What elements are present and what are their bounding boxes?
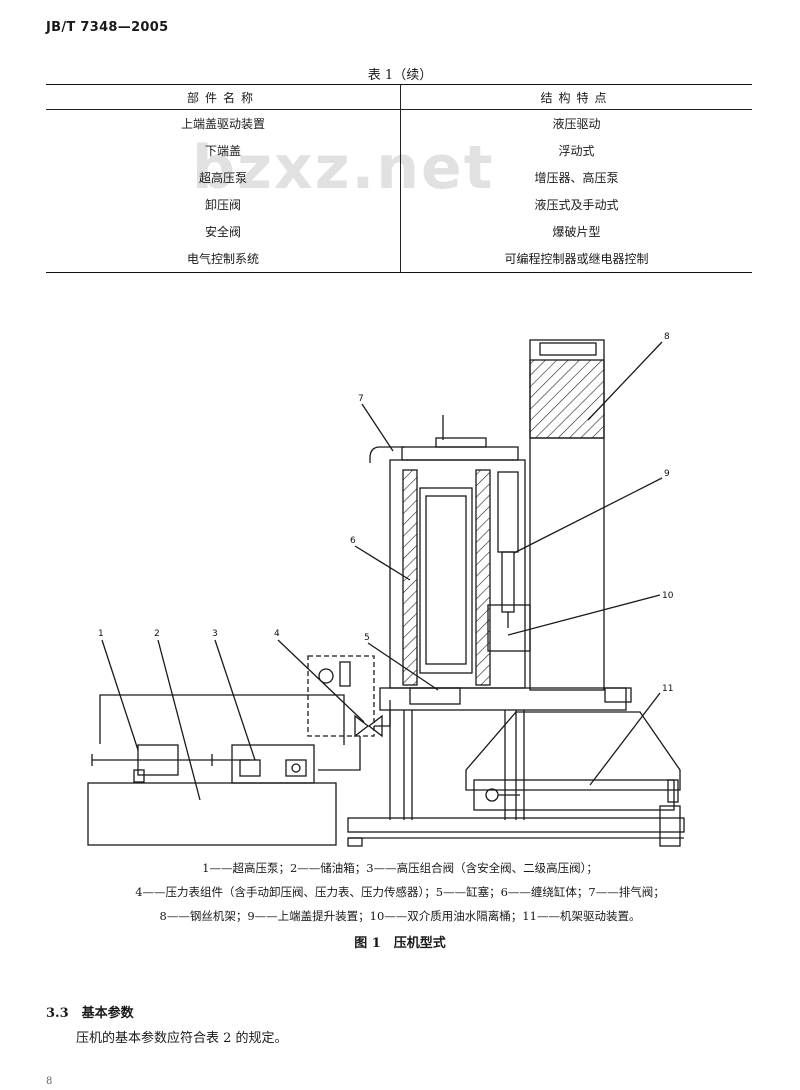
cell-feature: 浮动式 — [558, 144, 595, 158]
separator-barrel — [487, 604, 531, 652]
cell-component: 安全阀 — [46, 218, 401, 245]
table-caption: 表 1（续） — [367, 68, 433, 83]
cell-feature: 可编程控制器或继电器控制 — [504, 252, 649, 266]
cell-component: 卸压阀 — [46, 191, 401, 218]
header-component-name: 部件名称 — [46, 84, 401, 110]
cell-feature: 增压器、高压泵 — [534, 171, 619, 185]
cell-feature: 液压驱动 — [552, 117, 601, 131]
section-heading: 3.3 基本参数 — [46, 1006, 134, 1021]
table-row: 安全阀 爆破片型 — [46, 218, 752, 245]
cell-component: 下端盖 — [46, 137, 401, 164]
legend-line: 1——超高压泵；2——储油箱；3——高压组合阀（含安全阀、二级高压阀）； — [202, 861, 598, 875]
callout-label: 10 — [662, 591, 674, 601]
frame-hatched-block — [529, 359, 605, 439]
table-row: 上端盖驱动装置 液压驱动 — [46, 109, 752, 137]
callout-label: 1 — [98, 629, 104, 639]
legend-line: 8——钢丝机架；9——上端盖提升装置；10——双介质用油水隔离桶；11——机架驱… — [159, 909, 641, 923]
table-row: 下端盖 浮动式 — [46, 137, 752, 164]
cell-feature: 液压式及手动式 — [534, 198, 619, 212]
standard-code: JB/T 7348—2005 — [46, 20, 169, 35]
callout-label: 8 — [664, 332, 670, 342]
cell-component: 上端盖驱动装置 — [46, 109, 401, 137]
section-body: 压机的基本参数应符合表 2 的规定。 — [76, 1031, 288, 1046]
cylinder-wall-right — [475, 469, 491, 686]
table-row: 电气控制系统 可编程控制器或继电器控制 — [46, 245, 752, 273]
pressure-gauge — [318, 668, 334, 684]
lift-cylinder — [497, 471, 519, 553]
cell-component: 电气控制系统 — [46, 245, 401, 273]
callout-label: 5 — [364, 633, 370, 643]
components-table: 部件名称 结构特点 上端盖驱动装置 液压驱动 下端盖 浮动式 超高压泵 增压器、… — [46, 84, 752, 273]
table-row: 卸压阀 液压式及手动式 — [46, 191, 752, 218]
figure-title: 图 1 压机型式 — [354, 936, 446, 951]
header-structure-features: 结构特点 — [400, 84, 752, 110]
page-number: 8 — [46, 1076, 53, 1087]
cell-component: 超高压泵 — [46, 164, 401, 191]
combination-valve — [231, 744, 315, 784]
press-diagram: 1 2 3 4 5 6 7 8 9 10 11 — [87, 332, 685, 847]
callout-labels: 1 2 3 4 5 6 7 8 9 10 11 — [98, 332, 674, 694]
frame-column — [529, 339, 605, 691]
carriage-drive — [465, 711, 681, 791]
legend-line: 4——压力表组件（含手动卸压阀、压力表、压力传感器）；5——缸塞；6——缠绕缸体… — [135, 885, 665, 899]
callout-label: 9 — [664, 469, 670, 479]
oil-tank — [87, 782, 337, 846]
gauge-assembly — [307, 655, 375, 737]
top-cover — [401, 446, 519, 461]
cylinder-bore — [419, 487, 473, 674]
table-header-row: 部件名称 结构特点 — [46, 84, 752, 110]
callout-label: 3 — [212, 629, 218, 639]
callout-label: 4 — [274, 629, 280, 639]
callout-label: 6 — [350, 536, 356, 546]
press-base — [379, 687, 627, 711]
callout-label: 7 — [358, 394, 364, 404]
table-row: 超高压泵 增压器、高压泵 — [46, 164, 752, 191]
callout-label: 11 — [662, 684, 673, 694]
cell-feature: 爆破片型 — [552, 225, 601, 239]
cylinder-wall-left — [402, 469, 418, 686]
callout-label: 2 — [154, 629, 160, 639]
